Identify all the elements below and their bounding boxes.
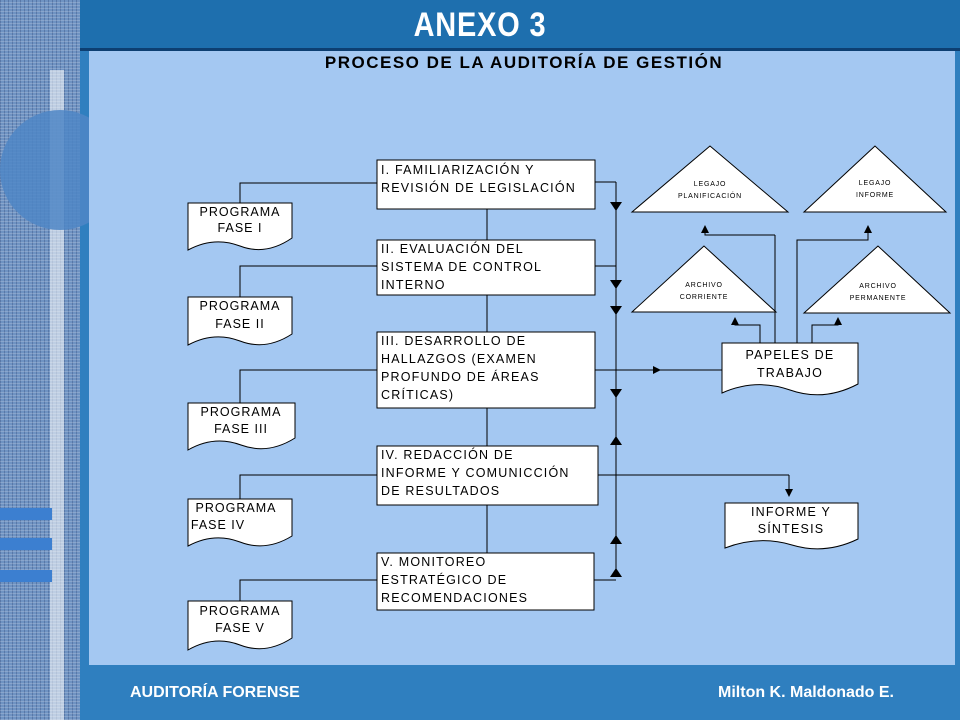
phase-text: IV. REDACCIÓN DE: [381, 447, 514, 462]
phase-text: INTERNO: [381, 278, 446, 292]
sidebar-bar: [0, 508, 52, 520]
slide-title: ANEXO 3: [413, 6, 547, 44]
footer-author: Milton K. Maldonado E.: [718, 684, 894, 701]
papeles-text: PAPELES DE: [746, 348, 835, 362]
program-text: PROGRAMA: [200, 205, 281, 219]
phase-text: HALLAZGOS (EXAMEN: [381, 352, 537, 366]
arrow-heads: [610, 202, 622, 577]
phase-box: I. FAMILIARIZACIÓN Y REVISIÓN DE LEGISLA…: [376, 159, 596, 210]
phase-text: III. DESARROLLO DE: [381, 334, 526, 348]
file-text: LEGAJO: [859, 180, 891, 187]
diagram-subtitle: PROCESO DE LA AUDITORÍA DE GESTIÓN: [325, 53, 723, 72]
informe-document: INFORME Y SÍNTESIS: [724, 502, 859, 550]
file-text: ARCHIVO: [685, 282, 723, 289]
informe-text: SÍNTESIS: [758, 521, 825, 536]
program-text: PROGRAMA: [201, 405, 282, 419]
diagram-area: PROCESO DE LA AUDITORÍA DE GESTIÓN: [89, 51, 955, 665]
file-text: LEGAJO: [694, 181, 726, 188]
file-triangle: ARCHIVO PERMANENTE: [802, 245, 952, 314]
sidebar-bar: [0, 570, 52, 582]
program-text: FASE II: [215, 317, 264, 331]
program-text: PROGRAMA: [196, 501, 277, 515]
file-text: CORRIENTE: [680, 294, 728, 301]
file-triangle: LEGAJO INFORME: [802, 145, 948, 213]
program-document: PROGRAMA FASE I: [187, 202, 293, 251]
informe-text: INFORME Y: [751, 505, 831, 519]
phase-text: RECOMENDACIONES: [381, 591, 528, 605]
phase-text: DE RESULTADOS: [381, 484, 500, 498]
title-band: [80, 0, 960, 48]
program-text: PROGRAMA: [200, 604, 281, 618]
title-divider: [80, 48, 960, 51]
footer-course: AUDITORÍA FORENSE: [130, 684, 300, 701]
sidebar-stripe: [50, 70, 64, 720]
file-triangle: LEGAJO PLANIFICACIÓN: [630, 145, 790, 213]
program-document: PROGRAMA FASE III: [187, 402, 296, 451]
papeles-document: PAPELES DE TRABAJO: [721, 342, 859, 396]
footer: AUDITORÍA FORENSE Milton K. Maldonado E.: [80, 665, 960, 720]
process-diagram: PROCESO DE LA AUDITORÍA DE GESTIÓN: [187, 53, 952, 651]
file-text: INFORME: [856, 192, 894, 199]
phase-text: PROFUNDO DE ÁREAS: [381, 369, 540, 384]
program-text: PROGRAMA: [200, 299, 281, 313]
phase-text: ESTRATÉGICO DE: [381, 572, 507, 587]
phase-text: INFORME Y COMUNICCIÓN: [381, 465, 570, 480]
file-triangle: ARCHIVO CORRIENTE: [630, 245, 778, 313]
phase-text: SISTEMA DE CONTROL: [381, 260, 542, 274]
phase-box: V. MONITOREO ESTRATÉGICO DE RECOMENDACIO…: [376, 552, 595, 611]
program-document: PROGRAMA FASE V: [187, 600, 293, 651]
program-document: PROGRAMA FASE II: [187, 296, 293, 346]
phase-text: CRÍTICAS): [381, 387, 454, 402]
connector-lines: [239, 181, 872, 601]
file-text: PERMANENTE: [850, 295, 907, 302]
sidebar-bar: [0, 538, 52, 550]
file-text: ARCHIVO: [859, 283, 897, 290]
phase-text: V. MONITOREO: [381, 555, 486, 569]
program-text: FASE I: [218, 221, 263, 235]
sidebar-decoration: [0, 0, 120, 720]
phase-text: REVISIÓN DE LEGISLACIÓN: [381, 180, 576, 195]
program-text: FASE V: [215, 621, 265, 635]
phase-text: I. FAMILIARIZACIÓN Y: [381, 162, 535, 177]
phase-text: II. EVALUACIÓN DEL: [381, 241, 524, 256]
file-text: PLANIFICACIÓN: [678, 191, 742, 200]
program-text: FASE III: [214, 422, 268, 436]
phase-box: II. EVALUACIÓN DEL SISTEMA DE CONTROL IN…: [376, 239, 596, 296]
program-document: PROGRAMA FASE IV: [187, 498, 293, 547]
papeles-text: TRABAJO: [757, 366, 823, 380]
phase-box: III. DESARROLLO DE HALLAZGOS (EXAMEN PRO…: [376, 331, 596, 409]
phase-box: IV. REDACCIÓN DE INFORME Y COMUNICCIÓN D…: [376, 445, 599, 506]
program-text: FASE IV: [191, 518, 245, 532]
